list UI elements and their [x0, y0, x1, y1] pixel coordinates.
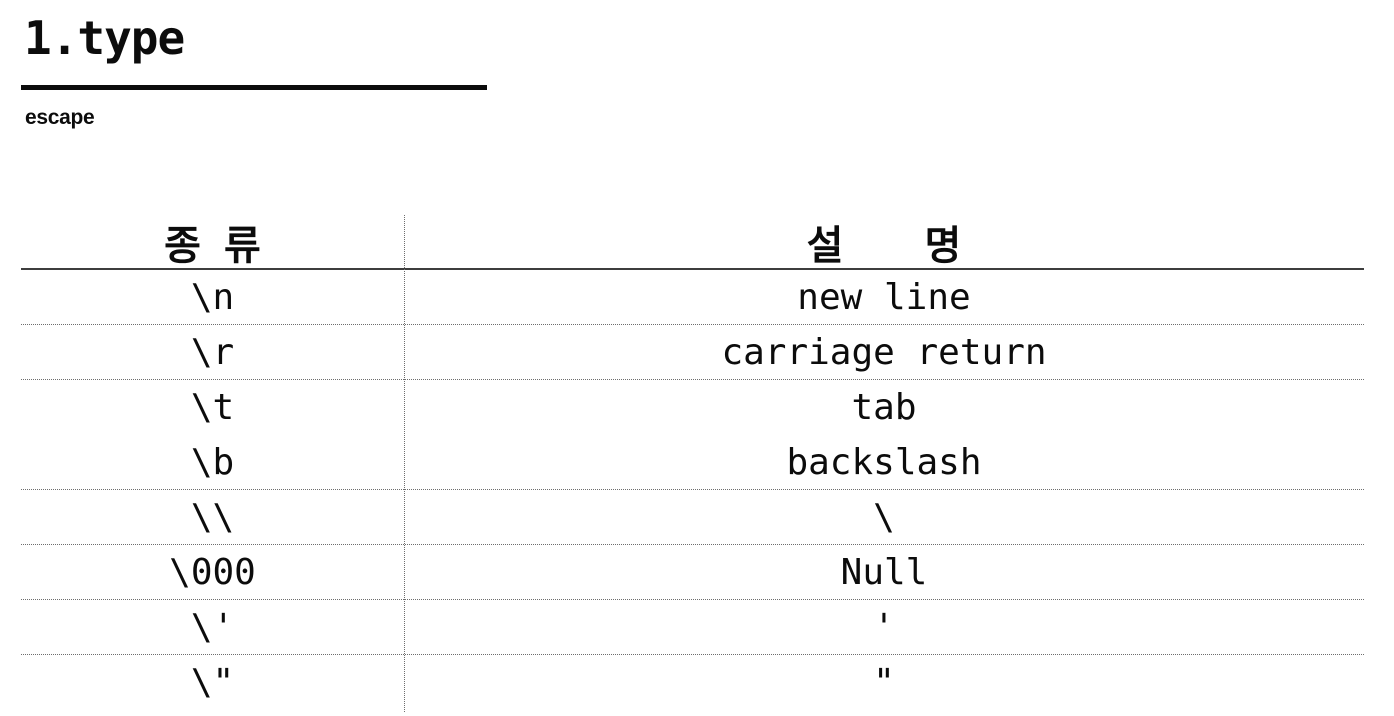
escape-description-cell: ' [873, 606, 895, 648]
escape-description-cell: tab [851, 387, 917, 428]
escape-sequence-cell: \" [190, 662, 235, 703]
table-row: \b backslash [21, 435, 1364, 490]
section-label: escape [25, 106, 95, 129]
table-row: \\ \ [21, 490, 1364, 545]
escape-sequence-cell: \n [190, 276, 235, 318]
column-divider-line [404, 215, 405, 712]
table-row: \" " [21, 655, 1364, 710]
table-header-row: 종 류 설 명 [21, 215, 1364, 270]
column-header-type: 종 류 [164, 223, 261, 268]
page-title: 1.type [24, 11, 185, 65]
table-body: \n new line \r carriage return \t tab \b… [21, 270, 1364, 710]
escape-sequence-cell: \t [190, 387, 235, 428]
table-row: \t tab [21, 380, 1364, 435]
table-row: \n new line [21, 270, 1364, 325]
escape-description-cell: carriage return [721, 331, 1047, 373]
escape-table: 종 류 설 명 \n new line \r carriage return \… [21, 215, 1364, 716]
escape-sequence-cell: \000 [169, 551, 256, 593]
escape-sequence-cell: \\ [190, 496, 235, 538]
column-header-description: 설 명 [806, 223, 962, 268]
escape-description-cell: new line [797, 276, 971, 318]
escape-description-cell: Null [840, 551, 928, 593]
escape-sequence-cell: \' [190, 606, 235, 648]
escape-sequence-cell: \r [190, 331, 235, 373]
escape-description-cell: backslash [786, 441, 982, 483]
escape-sequence-cell: \b [190, 441, 235, 483]
escape-description-cell: " [873, 662, 895, 703]
escape-description-cell: \ [873, 496, 895, 538]
title-underline [21, 85, 487, 90]
table-row: \' ' [21, 600, 1364, 655]
table-row: \000 Null [21, 545, 1364, 600]
table-row: \r carriage return [21, 325, 1364, 380]
